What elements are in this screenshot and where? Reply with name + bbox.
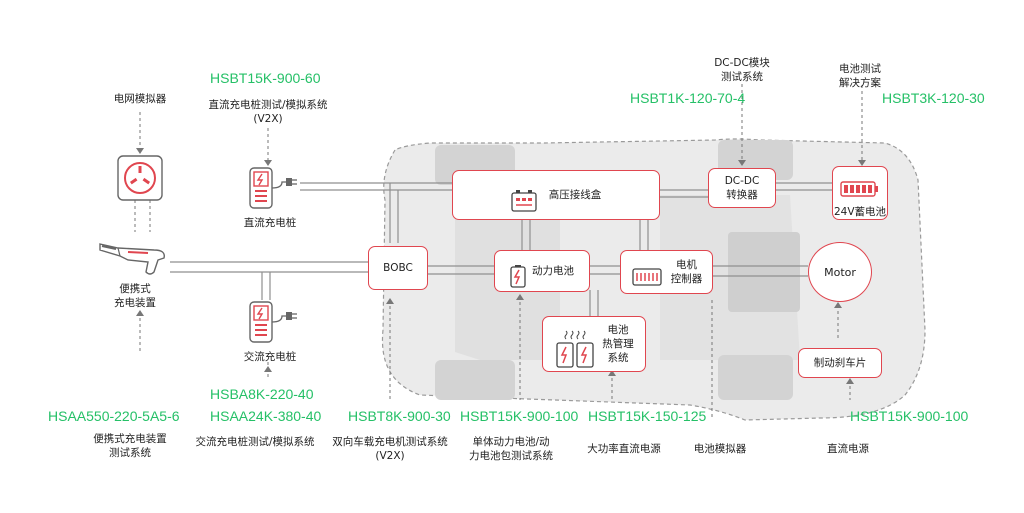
dcdc-converter: DC-DC 转换器 <box>708 168 776 208</box>
thermal-management-box: 电池 热管理 系统 <box>542 316 646 372</box>
dc-pile-label: 直流充电桩 <box>243 217 297 229</box>
portable-charger-label: 便携式 充电装置 <box>114 283 156 309</box>
battery-sim-label: 电池模拟器 <box>693 443 747 455</box>
dc-pile-system-label: 直流充电桩测试/模拟系统 (V2X) <box>208 99 328 125</box>
code-bobc: HSBT8K-900-30 <box>348 408 451 424</box>
code-high-power: HSBT15K-150-125 <box>588 408 707 424</box>
thermal-battery-icon <box>554 315 596 373</box>
motor-controller-icon <box>631 252 663 292</box>
grid-simulator-label: 电网模拟器 <box>113 93 167 105</box>
battery-24v-label: 24V蓄电池 <box>833 206 887 218</box>
brake-pad-label: 制动刹车片 <box>813 357 867 369</box>
power-battery-system-label: 单体动力电池/动 力电池包测试系统 <box>469 436 553 462</box>
code-battery-test: HSBT3K-120-30 <box>882 90 985 106</box>
code-ac-pile: HSBA8K-220-40 <box>210 386 314 402</box>
portable-system-label: 便携式充电装置 测试系统 <box>93 433 167 459</box>
dc-source-label: 直流电源 <box>827 443 869 455</box>
ac-system-label: 交流充电桩测试/模拟系统 <box>195 436 315 448</box>
dc-charging-pile-icon <box>248 166 304 212</box>
motor-label: Motor <box>824 265 856 279</box>
ac-pile-label: 交流充电桩 <box>243 351 297 363</box>
code-portable: HSAA550-220-5A5-6 <box>48 408 180 424</box>
power-battery-icon <box>510 250 526 292</box>
power-battery-box: 动力电池 <box>494 250 590 292</box>
bobc-system-label: 双向车载充电机测试系统 (V2X) <box>332 436 448 462</box>
ac-charging-pile-icon <box>248 300 304 346</box>
charging-gun-icon <box>98 238 170 278</box>
bobc-label: BOBC <box>383 262 413 274</box>
motor-circle: Motor <box>808 242 872 302</box>
code-dcdc: HSBT1K-120-70-4 <box>630 90 746 106</box>
hv-junction-box: 高压接线盒 <box>452 170 660 220</box>
hv-junction-box-label: 高压接线盒 <box>548 189 602 201</box>
brake-pad-box: 制动刹车片 <box>798 348 882 378</box>
socket-icon <box>117 155 163 201</box>
code-ac-system: HSAA24K-380-40 <box>210 408 322 424</box>
battery-icon <box>840 167 880 201</box>
code-dc-pile: HSBT15K-900-60 <box>210 70 321 86</box>
motor-controller-box: 电机 控制器 <box>620 250 713 294</box>
high-power-label: 大功率直流电源 <box>587 443 661 455</box>
dcdc-module-label: DC-DC模块 测试系统 <box>714 57 770 83</box>
motor-controller-label: 电机 控制器 <box>670 259 703 285</box>
dcdc-converter-label: DC-DC 转换器 <box>724 175 760 201</box>
battery-test-label: 电池测试 解决方案 <box>839 63 881 89</box>
battery-24v: 24V蓄电池 <box>832 166 888 220</box>
power-battery-label: 动力电池 <box>532 265 574 277</box>
code-power-battery: HSBT15K-900-100 <box>460 408 579 424</box>
junction-box-icon <box>511 174 537 216</box>
code-dc-source: HSBT15K-900-100 <box>850 408 969 424</box>
bobc-box: BOBC <box>368 246 428 290</box>
thermal-management-label: 电池 热管理 系统 <box>602 324 634 364</box>
